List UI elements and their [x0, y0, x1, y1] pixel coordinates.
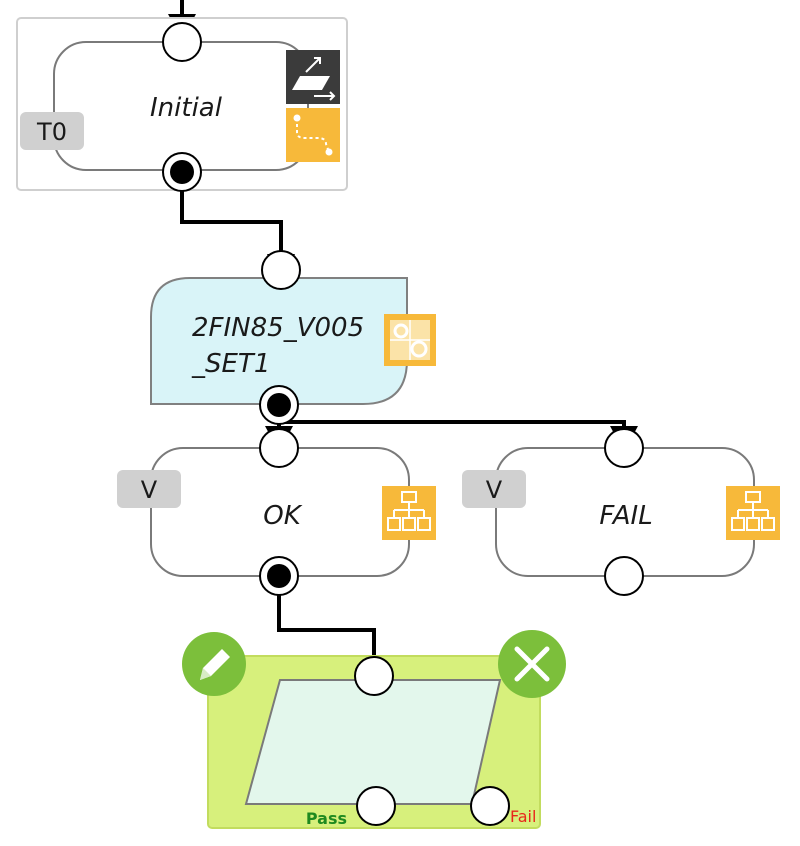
node-decision-fail-label: Fail — [510, 807, 536, 826]
connector-ok-to-decision — [277, 577, 376, 660]
node-fail-output-port[interactable] — [604, 556, 644, 596]
gears-icon[interactable] — [384, 314, 436, 366]
node-fail[interactable]: FAIL V — [462, 428, 780, 596]
node-initial-input-port[interactable] — [162, 22, 202, 62]
node-ok-badge-text: V — [141, 476, 158, 504]
route-path-icon[interactable] — [286, 108, 340, 162]
connector-set1-to-fail — [279, 420, 626, 434]
node-initial-badge-text: T0 — [36, 118, 67, 146]
node-fail-badge-text: V — [486, 476, 503, 504]
node-decision-input-port[interactable] — [354, 656, 394, 696]
node-set1-label-line1: 2FIN85_V005 — [192, 313, 364, 343]
node-initial[interactable]: Initial T0 — [16, 17, 348, 192]
node-set1[interactable]: 2FIN85_V005 _SET1 — [150, 250, 436, 425]
node-ok-input-port[interactable] — [259, 428, 299, 468]
node-set1-input-port[interactable] — [261, 250, 301, 290]
pencil-icon[interactable] — [182, 632, 246, 696]
node-decision-fail-port[interactable] — [470, 786, 510, 826]
connector-initial-to-set1 — [180, 172, 283, 264]
transform-tool-icon[interactable] — [286, 50, 340, 104]
node-fail-input-port[interactable] — [604, 428, 644, 468]
node-fail-badge — [462, 470, 526, 508]
node-ok-label: OK — [263, 501, 302, 531]
node-decision[interactable]: Pass Fail — [182, 630, 566, 829]
node-set1-body[interactable] — [150, 277, 408, 405]
node-set1-output-port-dot — [267, 393, 291, 417]
close-x-icon[interactable] — [498, 630, 566, 698]
node-set1-label-line2: _SET1 — [191, 349, 270, 379]
node-decision-body[interactable] — [244, 679, 502, 805]
node-fail-label: FAIL — [599, 501, 652, 531]
node-ok[interactable]: OK V — [117, 428, 436, 596]
node-decision-pass-label: Pass — [306, 809, 347, 828]
hierarchy-icon[interactable] — [726, 486, 780, 540]
node-initial-badge — [20, 112, 84, 150]
node-initial-label: Initial — [150, 93, 223, 123]
node-ok-output-port-dot — [267, 564, 291, 588]
node-ok-badge — [117, 470, 181, 508]
node-initial-output-port-dot — [170, 160, 194, 184]
hierarchy-icon[interactable] — [382, 486, 436, 540]
node-decision-pass-port[interactable] — [356, 786, 396, 826]
